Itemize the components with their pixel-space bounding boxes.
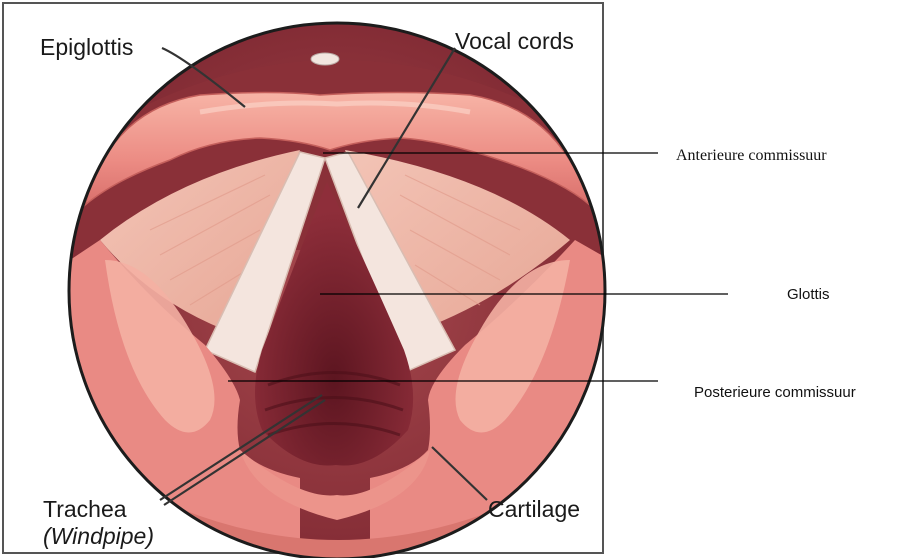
label-trachea: Trachea xyxy=(43,496,127,522)
label-vocal-cords: Vocal cords xyxy=(455,28,574,54)
label-windpipe: (Windpipe) xyxy=(43,523,154,549)
label-cartilage: Cartilage xyxy=(488,496,580,522)
label-epiglottis: Epiglottis xyxy=(40,34,133,60)
annotation-glottis: Glottis xyxy=(787,286,830,303)
annotation-posterior-commissure: Posterieure commissuur xyxy=(694,384,856,401)
annotation-anterior-commissure: Anterieure commissuur xyxy=(676,147,827,164)
